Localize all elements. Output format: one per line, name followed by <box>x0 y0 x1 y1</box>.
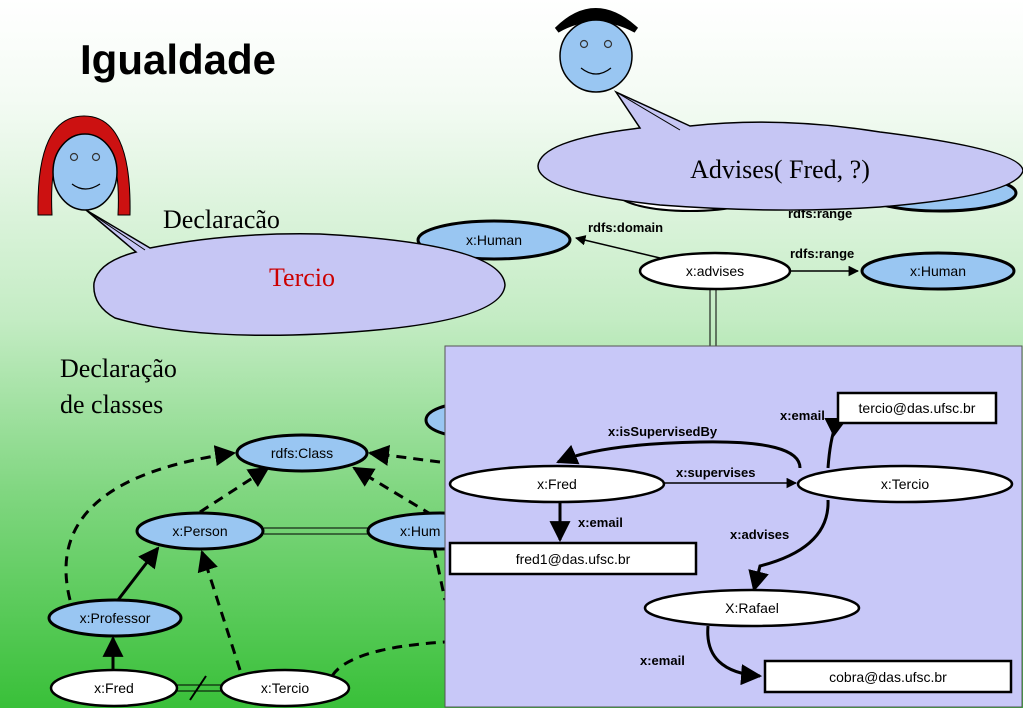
node-human-range-label: x:Human <box>910 263 966 279</box>
edge-professor-person <box>116 546 160 601</box>
node-human-domain: x:Human <box>416 219 572 261</box>
speaker-right-face <box>559 19 633 93</box>
literal-tercio-email: tercio@das.ufsc.br <box>836 391 998 425</box>
speech-bubble-left-text: Tercio <box>269 263 335 292</box>
speaker-right-mouth <box>580 67 612 75</box>
speaker-right-eye-right <box>603 39 613 49</box>
panel-node-rafael: X:Rafael <box>643 588 861 628</box>
node-advises: x:advises <box>638 251 792 291</box>
edge-supervises-label: x:supervises <box>676 465 756 480</box>
panel-node-tercio-label: x:Tercio <box>881 476 929 492</box>
node-advises-label: x:advises <box>686 263 744 279</box>
node-human-domain-label: x:Human <box>466 232 522 248</box>
panel-node-rafael-label: X:Rafael <box>725 600 779 616</box>
panel-node-fred-label: x:Fred <box>537 476 577 492</box>
edge-email-rafael <box>706 625 763 686</box>
edge-tercio-person <box>197 550 242 671</box>
literal-rafael-email-text: cobra@das.ufsc.br <box>829 669 947 685</box>
speaker-right-eye-left <box>579 39 589 49</box>
edge-email-rafael-label: x:email <box>640 653 685 668</box>
speech-bubble-right-text: Advises( Fred, ?) <box>690 155 870 184</box>
edge-range-lower-label: rdfs:range <box>790 246 854 261</box>
speech-bubble-right-tail-inner <box>615 91 681 131</box>
diff-fred-tercio-slash <box>189 675 207 701</box>
literal-fred-email: fred1@das.ufsc.br <box>448 541 698 576</box>
speaker-left <box>37 115 131 216</box>
panel-node-tercio: x:Tercio <box>796 464 1014 504</box>
edge-professor-class-dashed <box>64 445 237 601</box>
edge-person-class <box>199 466 270 514</box>
node-fred: x:Fred <box>49 668 179 708</box>
class-graph: rdfs:Class x:Person x:Hum x:Professor x:… <box>47 401 516 708</box>
instance-panel: x:isSupervisedBy x:supervises x:email x:… <box>444 345 1023 708</box>
literal-tercio-email-text: tercio@das.ufsc.br <box>859 400 976 416</box>
node-tercio-label: x:Tercio <box>261 680 309 696</box>
node-person-label: x:Person <box>172 523 227 539</box>
node-professor-label: x:Professor <box>80 610 151 626</box>
node-person: x:Person <box>135 511 265 551</box>
edge-email-tercio <box>824 417 848 469</box>
edge-class-right-dashed <box>367 444 441 466</box>
speech-bubble-left-shape <box>85 209 506 337</box>
node-hum-partial-label: x:Hum <box>400 523 440 539</box>
speaker-left-eye-left <box>69 152 79 162</box>
node-human-range: x:Human <box>860 251 1016 291</box>
speaker-right <box>554 8 639 93</box>
edge-tercio-right <box>330 640 446 677</box>
edge-advises-label: x:advises <box>730 527 789 542</box>
slide-title: Igualdade <box>80 36 276 83</box>
edge-email-tercio-label: x:email <box>780 408 825 423</box>
speaker-left-face <box>52 133 118 211</box>
speaker-left-eye-right <box>91 152 101 162</box>
declaration-classes-line2: de classes <box>60 390 163 419</box>
literal-rafael-email: cobra@das.ufsc.br <box>763 659 1013 694</box>
edge-hum-down <box>432 547 447 601</box>
node-rdfs-class: rdfs:Class <box>235 433 369 473</box>
speech-bubble-right: Advises( Fred, ?) <box>537 90 1023 211</box>
edge-advises <box>748 499 830 593</box>
speech-bubble-left: Tercio <box>85 209 506 337</box>
declaration-partial-text: Declaracão <box>163 205 280 234</box>
edge-hum-class <box>352 466 433 517</box>
literal-fred-email-text: fred1@das.ufsc.br <box>516 551 631 567</box>
panel-node-fred: x:Fred <box>448 464 666 504</box>
declaration-classes-line1: Declaração <box>60 354 177 383</box>
edge-domain <box>574 235 661 259</box>
speech-bubble-right-shape <box>537 90 1023 211</box>
node-fred-label: x:Fred <box>94 680 134 696</box>
node-professor: x:Professor <box>47 598 183 638</box>
speaker-right-hair <box>554 8 639 33</box>
node-tercio: x:Tercio <box>219 668 351 708</box>
edge-issupervisedby <box>556 440 802 469</box>
speaker-left-mouth <box>71 183 101 190</box>
edge-domain-label: rdfs:domain <box>588 220 663 235</box>
node-rdfs-class-label: rdfs:Class <box>271 445 333 461</box>
edge-issupervisedby-label: x:isSupervisedBy <box>608 424 718 439</box>
edge-email-fred-label: x:email <box>578 515 623 530</box>
speech-bubble-left-tail-inner <box>85 209 146 251</box>
